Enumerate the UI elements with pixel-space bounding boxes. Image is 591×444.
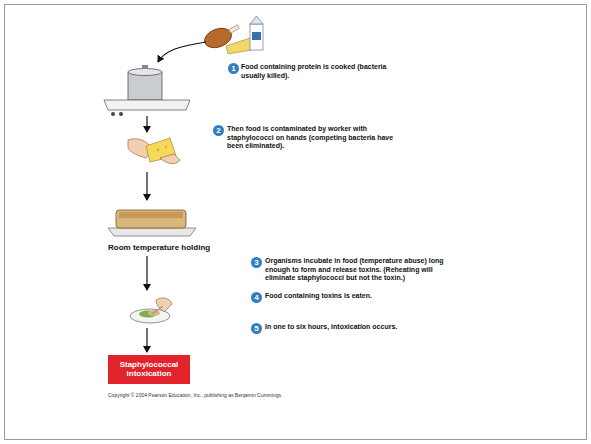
flow-arrow	[146, 116, 147, 132]
callout-number: 3	[251, 257, 262, 268]
flow-arrow	[146, 328, 147, 352]
number-text: 2	[216, 127, 220, 135]
step-text: In one to six hours, intoxication occurs…	[265, 323, 405, 332]
flow-arrow	[146, 172, 147, 200]
callout-number: 2	[213, 125, 224, 136]
step-text: Food containing toxins is eaten.	[265, 292, 445, 301]
callout-number: 1	[228, 63, 239, 74]
number-text: 3	[254, 259, 258, 267]
step-text: Food containing protein is cooked (bacte…	[241, 63, 401, 80]
number-text: 1	[231, 65, 235, 73]
node-content: 2	[216, 127, 220, 135]
node-content: 4	[254, 294, 258, 302]
plate-with-food	[130, 298, 172, 323]
box-text: Staphylococcal intoxication	[112, 361, 186, 379]
hands-with-food	[128, 138, 180, 164]
node-content: 3	[254, 259, 258, 267]
flow-arrow	[146, 256, 147, 290]
food-icons	[202, 16, 263, 54]
slide-border	[5, 5, 587, 440]
casserole-tray	[108, 210, 196, 236]
node-content: 5	[254, 325, 258, 333]
node-content: Staphylococcal intoxication	[112, 361, 186, 379]
copyright-note: Copyright © 2004 Pearson Education, Inc.…	[108, 392, 348, 398]
stage-label: Room temperature holding	[108, 243, 238, 253]
number-text: 4	[254, 294, 258, 302]
number-text: 5	[254, 325, 258, 333]
node-content: 1	[231, 65, 235, 73]
outcome-box: Staphylococcal intoxication	[108, 355, 190, 384]
callout-number: 5	[251, 323, 262, 334]
step-text: Organisms incubate in food (temperature …	[265, 257, 445, 283]
callout-number: 4	[251, 292, 262, 303]
flow-arrow	[158, 42, 206, 62]
pot-on-stove	[104, 65, 190, 116]
step-text: Then food is contaminated by worker with…	[227, 125, 403, 151]
